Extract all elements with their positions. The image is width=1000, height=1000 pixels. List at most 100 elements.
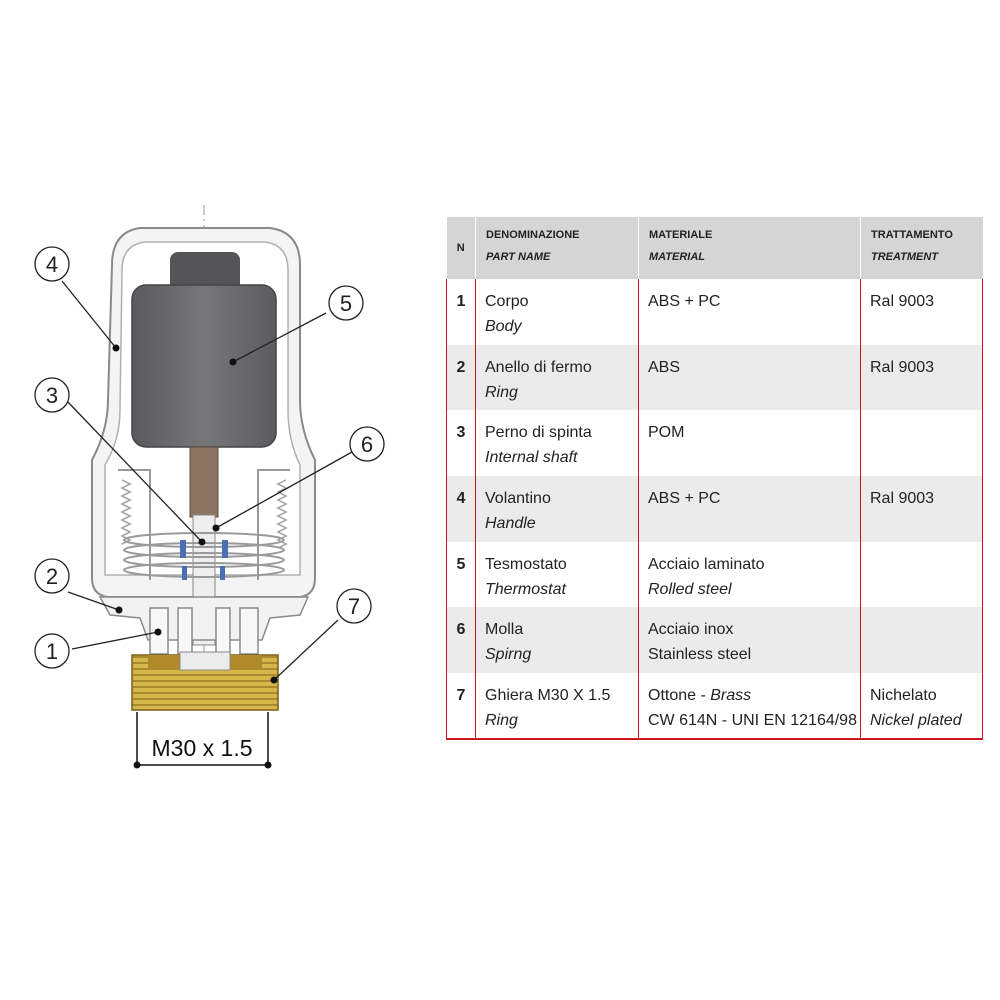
material-cell: POM	[638, 410, 861, 477]
svg-text:2: 2	[46, 564, 58, 589]
callout-7: 7	[336, 588, 372, 624]
callout-6: 6	[349, 426, 385, 462]
row-number: 1	[446, 279, 476, 345]
treatment: Nichelato	[870, 687, 937, 705]
svg-text:7: 7	[348, 594, 360, 619]
internal-shaft-upper	[189, 446, 219, 518]
material-cell: ABS + PC	[638, 279, 861, 345]
callout-4: 4	[34, 246, 70, 282]
header-part-name: DENOMINAZIONE PART NAME	[475, 217, 639, 279]
material-en: Rolled steel	[648, 580, 732, 598]
treatment: Ral 9003	[870, 490, 935, 508]
header-treatment-it: TRATTAMENTO	[871, 229, 953, 241]
table-header: N DENOMINAZIONE PART NAME MATERIALE MATE…	[446, 217, 983, 279]
dimension-endpoint-left	[133, 761, 141, 769]
part-name-en: Handle	[485, 515, 536, 533]
row-number: 5	[446, 541, 476, 608]
svg-text:4: 4	[46, 252, 58, 277]
treatment-cell	[860, 410, 983, 477]
material-cell: ABS + PC	[638, 476, 861, 542]
part-name-it: Perno di spinta	[485, 424, 592, 442]
inner-housing	[118, 469, 290, 580]
treatment-en: Nickel plated	[870, 712, 962, 730]
header-material: MATERIALE MATERIAL	[638, 217, 861, 279]
material-line-2: Stainless steel	[648, 646, 752, 664]
header-part-name-en: PART NAME	[486, 251, 551, 263]
part-name-it: Volantino	[485, 490, 551, 508]
part-name-en: Body	[485, 318, 522, 335]
material: Ottone -	[648, 687, 711, 705]
svg-text:1: 1	[46, 639, 58, 664]
dimension-endpoint-right	[264, 761, 272, 769]
material-cell: ABS	[638, 344, 861, 411]
spring-clip	[180, 540, 228, 580]
row-number: 7	[446, 673, 476, 740]
treatment-cell: Ral 9003	[860, 476, 983, 542]
leader-lines	[61, 280, 353, 681]
part-name-it: Ghiera M30 X 1.5	[485, 687, 611, 705]
treatment: Ral 9003	[870, 293, 935, 310]
treatment-cell: Ral 9003	[860, 344, 983, 411]
part-name-it: Tesmostato	[485, 555, 567, 573]
row-number: 2	[446, 344, 476, 411]
svg-text:3: 3	[46, 383, 58, 408]
material: ABS	[648, 358, 681, 376]
callout-2: 2	[34, 558, 70, 594]
header-part-name-it: DENOMINAZIONE	[486, 229, 580, 241]
row-number: 6	[446, 607, 476, 674]
thermostatic-head-diagram: M30 x 1.5 4 3 2 1 5	[34, 205, 385, 769]
material: Acciaio laminato	[648, 555, 765, 573]
material: Acciaio inox	[648, 621, 734, 639]
body-base	[98, 596, 310, 641]
part-name-en: Internal shaft	[485, 449, 578, 467]
row-number: 3	[446, 410, 476, 477]
material: ABS + PC	[648, 490, 721, 508]
treatment: Ral 9003	[870, 358, 935, 376]
internal-thread-left	[120, 479, 132, 545]
svg-text:5: 5	[340, 291, 352, 316]
internal-thread-right	[276, 479, 288, 549]
callout-3: 3	[34, 377, 70, 413]
part-name-it: Corpo	[485, 293, 529, 310]
material-line-2: CW 614N - UNI EN 12164/98	[648, 712, 857, 730]
row-number: 4	[446, 476, 476, 542]
header-treatment: TRATTAMENTO TREATMENT	[860, 217, 983, 279]
treatment-cell	[860, 607, 983, 674]
header-material-it: MATERIALE	[649, 229, 713, 241]
part-name-it: Molla	[485, 621, 524, 639]
callout-1: 1	[34, 633, 70, 669]
dimension-lines	[136, 712, 269, 768]
material: ABS + PC	[648, 293, 721, 310]
part-name-it: Anello di fermo	[485, 358, 592, 376]
part-name-en: Ring	[485, 383, 518, 401]
callout-5: 5	[328, 285, 364, 321]
treatment-cell: Ral 9003	[860, 279, 983, 345]
thermostat-cap	[170, 252, 240, 292]
header-treatment-en: TREATMENT	[871, 251, 939, 263]
dimension-label: M30 x 1.5	[152, 735, 253, 761]
thermostat-body	[131, 284, 277, 448]
part-name-en: Thermostat	[485, 580, 566, 598]
header-material-en: MATERIAL	[649, 251, 706, 263]
treatment-cell	[860, 541, 983, 608]
part-name-en: Spirng	[485, 646, 532, 664]
ring-collar	[179, 651, 231, 671]
leader-endpoints	[112, 344, 278, 684]
